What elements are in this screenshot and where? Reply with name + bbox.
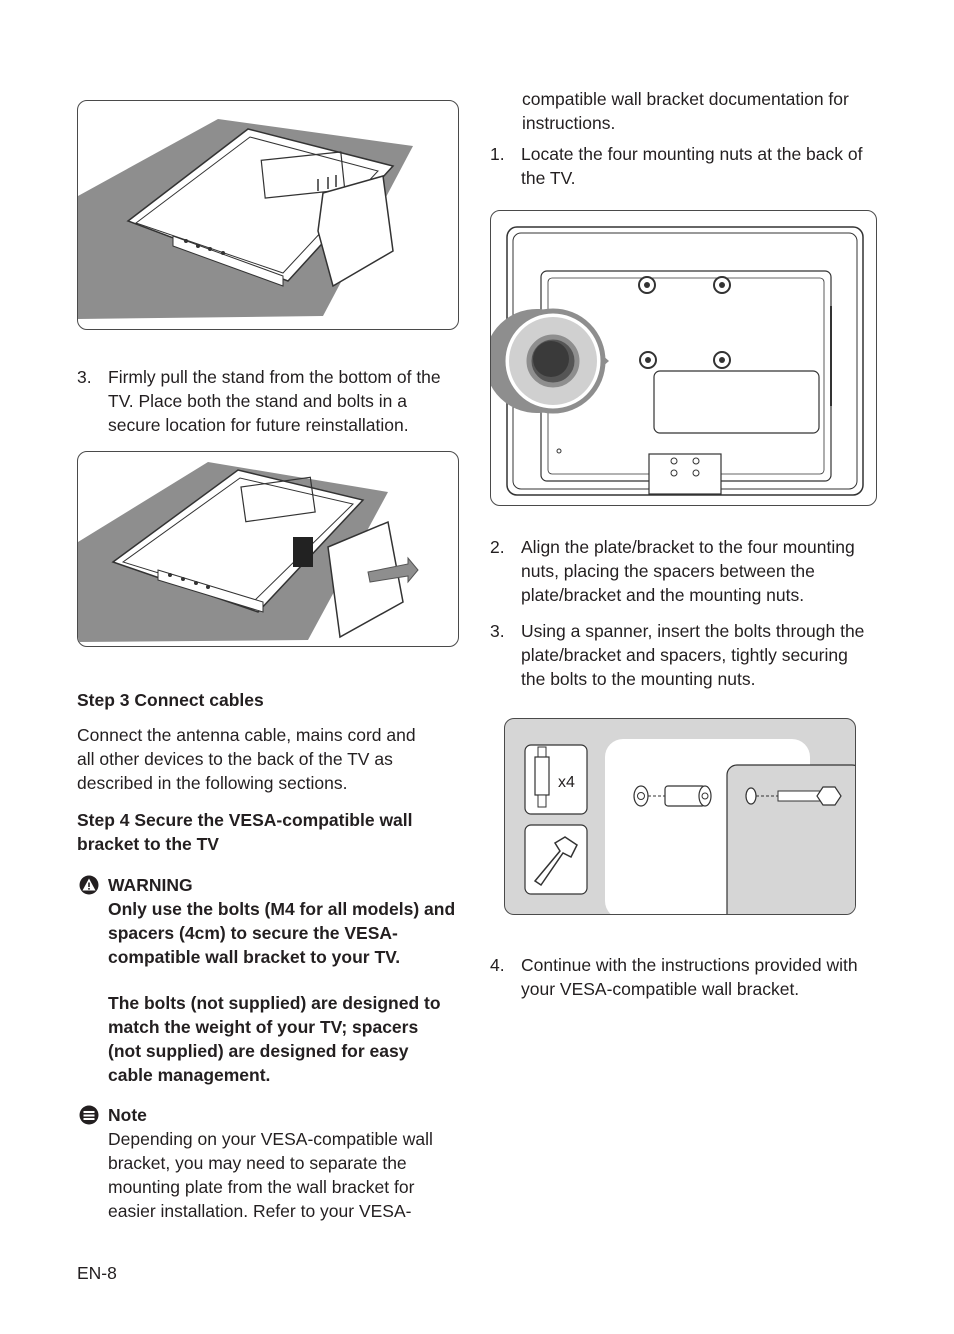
step-4-heading: Step 4 Secure the VESA-compatible wall b…	[77, 810, 413, 854]
step-3-body: Connect the antenna cable, mains cord an…	[77, 725, 416, 793]
item-1-text: Locate the four mounting nuts at the bac…	[521, 144, 863, 188]
warning-triangle-icon	[79, 875, 99, 895]
step-3-heading: Step 3 Connect cables	[77, 690, 264, 710]
step-3-text: Firmly pull the stand from the bottom of…	[108, 367, 441, 435]
warning-paragraph-1: Only use the bolts (M4 for all models) a…	[108, 899, 456, 967]
item-2-number: 2.	[490, 537, 505, 557]
item-4-text: Continue with the instructions provided …	[521, 955, 858, 999]
note-title: Note	[108, 1105, 147, 1125]
warning-paragraph-2: The bolts (not supplied) are designed to…	[108, 993, 441, 1085]
figure-tv-back-mounting-nuts	[490, 210, 877, 506]
warning-title: WARNING	[108, 875, 193, 895]
page-number: EN-8	[77, 1263, 117, 1283]
step-3-number: 3.	[77, 367, 92, 387]
note-body: Depending on your VESA-compatible wall b…	[108, 1129, 433, 1221]
item-1-number: 1.	[490, 144, 505, 164]
bolt-quantity-label: x4	[558, 774, 575, 791]
note-icon	[79, 1105, 99, 1125]
item-3-text: Using a spanner, insert the bolts throug…	[521, 621, 865, 689]
item-2-text: Align the plate/bracket to the four moun…	[521, 537, 855, 605]
figure-stand-removal	[77, 451, 459, 647]
figure-tv-stand-bolts	[77, 100, 459, 330]
item-3-number: 3.	[490, 621, 505, 641]
figure-bolt-assembly: x4	[504, 718, 856, 915]
continuation-text: compatible wall bracket documentation fo…	[522, 89, 849, 133]
item-4-number: 4.	[490, 955, 505, 975]
